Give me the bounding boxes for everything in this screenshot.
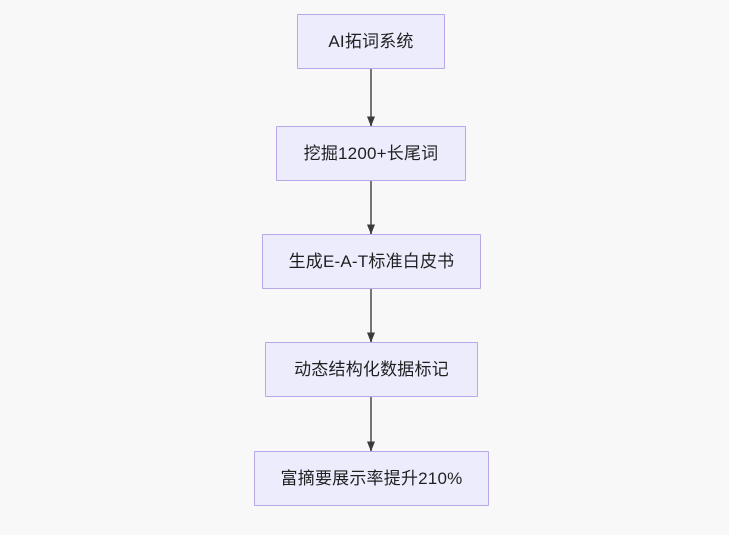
flowchart-node-generate-eat-whitepaper[interactable]: 生成E-A-T标准白皮书 — [262, 234, 481, 289]
node-label: AI拓词系统 — [328, 32, 414, 51]
node-label: 动态结构化数据标记 — [294, 360, 449, 379]
flowchart-node-dynamic-structured-data-markup[interactable]: 动态结构化数据标记 — [265, 342, 478, 397]
node-label: 富摘要展示率提升210% — [280, 469, 463, 488]
flowchart-node-mine-longtail-keywords[interactable]: 挖掘1200+长尾词 — [276, 126, 466, 181]
flowchart-node-rich-snippet-rate-increase[interactable]: 富摘要展示率提升210% — [254, 451, 489, 506]
node-label: 生成E-A-T标准白皮书 — [288, 252, 455, 271]
flowchart-node-ai-keyword-system[interactable]: AI拓词系统 — [297, 14, 445, 69]
node-label: 挖掘1200+长尾词 — [303, 144, 439, 163]
